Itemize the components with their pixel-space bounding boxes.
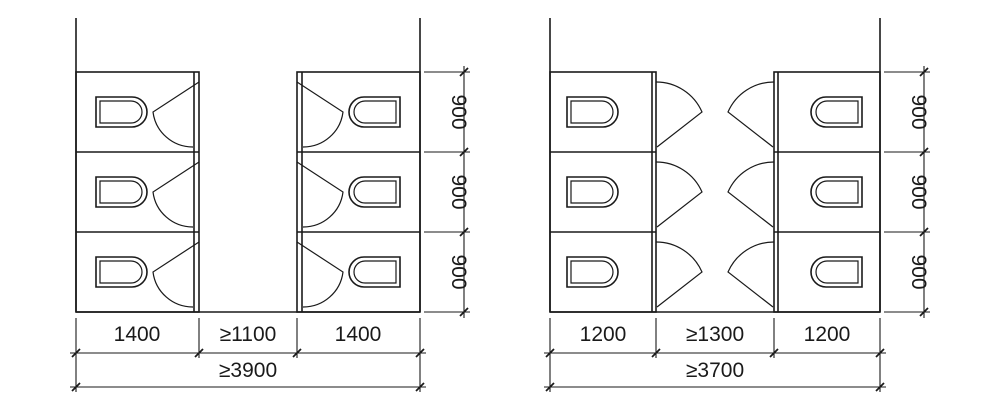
dimension-label: 1200 — [580, 323, 627, 346]
dimension-tick — [545, 348, 555, 358]
dimension-tick — [545, 382, 555, 392]
dimension-label: 900 — [907, 254, 930, 289]
dimension-label: 900 — [907, 94, 930, 129]
toilet-icon-inner — [99, 180, 143, 204]
toilet-icon-inner — [570, 100, 614, 124]
dimension-label: ≥1300 — [686, 323, 744, 346]
dimension-tick — [194, 348, 204, 358]
stall-bank-outline — [773, 71, 881, 313]
door-swing-icon — [655, 81, 703, 148]
dimension-label: ≥1100 — [220, 323, 277, 346]
dimension-label: 1400 — [335, 323, 382, 346]
dimension-tick — [875, 382, 885, 392]
dimension-tick — [71, 382, 81, 392]
toilet-icon — [810, 96, 863, 128]
dimension-tick — [459, 307, 469, 317]
stall — [727, 81, 863, 148]
stall — [566, 81, 703, 148]
toilet-icon — [348, 96, 401, 128]
toilet-icon — [810, 176, 863, 208]
toilet-icon — [566, 176, 619, 208]
toilet-icon — [566, 96, 619, 128]
stall — [95, 161, 200, 228]
stall — [566, 241, 703, 308]
dimension-label: 900 — [907, 174, 930, 209]
stall — [296, 161, 401, 228]
left-plan-horizontal-dimensions: 1400 ≥1100 1400 ≥3900 — [70, 318, 426, 392]
right-plan-stall-bank-left — [549, 71, 703, 313]
toilet-icon-inner — [815, 100, 859, 124]
toilet-icon-inner — [353, 260, 397, 284]
toilet-icon — [810, 256, 863, 288]
toilet-icon — [95, 176, 148, 208]
door-swing-icon — [727, 241, 775, 308]
dimension-label-total: ≥3900 — [219, 359, 277, 382]
stall — [95, 241, 200, 308]
toilet-icon — [95, 96, 148, 128]
door-swing-icon — [152, 241, 200, 308]
dimension-tick — [769, 348, 779, 358]
toilet-icon-inner — [570, 260, 614, 284]
dimension-tick — [651, 348, 661, 358]
door-swing-icon — [727, 161, 775, 228]
toilet-icon-inner — [99, 100, 143, 124]
stall — [727, 241, 863, 308]
stall-bank-outline — [549, 71, 657, 313]
dimension-tick — [459, 147, 469, 157]
door-swing-icon — [655, 241, 703, 308]
stall — [566, 161, 703, 228]
dimension-label: 1200 — [804, 323, 851, 346]
toilet-icon-inner — [99, 260, 143, 284]
toilet-icon — [348, 176, 401, 208]
right-plan-stall-bank-right — [727, 71, 881, 313]
dimension-tick — [919, 227, 929, 237]
right-plan-vertical-dimensions: 900 900 900 — [884, 66, 930, 318]
door-swing-icon — [655, 161, 703, 228]
door-swing-icon — [152, 161, 200, 228]
dimension-tick — [292, 348, 302, 358]
toilet-icon-inner — [353, 100, 397, 124]
stall — [95, 81, 200, 148]
dimension-label: 900 — [447, 254, 470, 289]
dimension-tick — [919, 147, 929, 157]
dimension-tick — [459, 67, 469, 77]
right-plan-horizontal-dimensions: 1200 ≥1300 1200 ≥3700 — [544, 318, 886, 392]
stall — [727, 161, 863, 228]
toilet-icon-inner — [353, 180, 397, 204]
toilet-icon — [566, 256, 619, 288]
door-swing-icon — [727, 81, 775, 148]
toilet-icon — [348, 256, 401, 288]
dimension-label: 1400 — [114, 323, 161, 346]
door-swing-icon — [296, 161, 344, 228]
dimension-label: 900 — [447, 174, 470, 209]
dimension-tick — [415, 382, 425, 392]
right-plan: 1200 ≥1300 1200 ≥3700 900 900 900 — [544, 18, 930, 392]
dimension-tick — [875, 348, 885, 358]
toilet-icon — [95, 256, 148, 288]
dimension-tick — [415, 348, 425, 358]
door-swing-icon — [152, 81, 200, 148]
toilet-icon-inner — [815, 180, 859, 204]
left-plan-stall-bank-right — [296, 71, 421, 313]
stall-bank-outline — [75, 71, 200, 313]
dimension-tick — [919, 67, 929, 77]
dimension-tick — [71, 348, 81, 358]
stall-bank-outline — [296, 71, 421, 313]
door-swing-icon — [296, 81, 344, 148]
left-plan-vertical-dimensions: 900 900 900 — [424, 66, 470, 318]
toilet-icon-inner — [570, 180, 614, 204]
dimension-label: 900 — [447, 94, 470, 129]
stall — [296, 241, 401, 308]
toilet-icon-inner — [815, 260, 859, 284]
left-plan: 1400 ≥1100 1400 ≥3900 900 900 900 — [70, 18, 470, 392]
door-swing-icon — [296, 241, 344, 308]
dimension-tick — [459, 227, 469, 237]
left-plan-stall-bank-left — [75, 71, 200, 313]
stall — [296, 81, 401, 148]
dimension-tick — [919, 307, 929, 317]
dimension-label-total: ≥3700 — [686, 359, 744, 382]
